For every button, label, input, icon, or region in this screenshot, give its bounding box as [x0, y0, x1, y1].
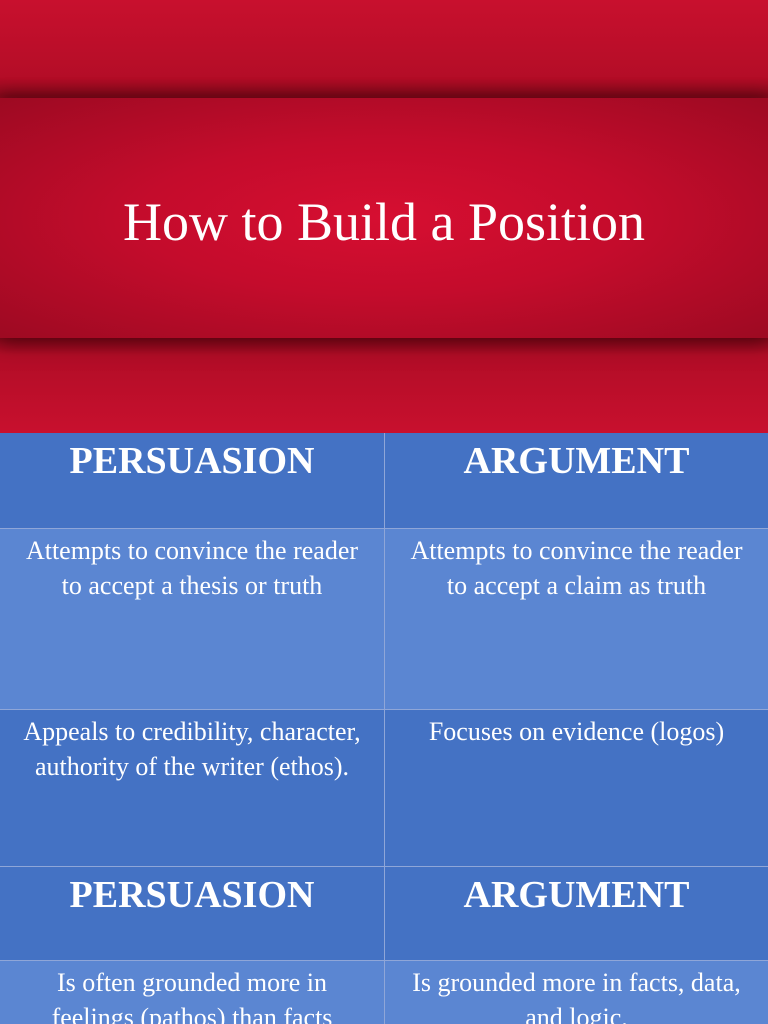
table2-header-argument: ARGUMENT: [385, 867, 768, 961]
table2-row1-argument: Is grounded more in facts, data, and log…: [385, 961, 768, 1024]
table1-row1-persuasion: Attempts to convince the reader to accep…: [0, 529, 385, 710]
table1-row2-persuasion: Appeals to credibility, character, autho…: [0, 710, 385, 867]
table1-header-argument: ARGUMENT: [385, 433, 768, 529]
title-slide: How to Build a Position: [0, 0, 768, 433]
table1-row2-argument: Focuses on evidence (logos): [385, 710, 768, 867]
table2-header-persuasion: PERSUASION: [0, 867, 385, 961]
table2-row1-persuasion: Is often grounded more in feelings (path…: [0, 961, 385, 1024]
slide-title: How to Build a Position: [122, 192, 646, 252]
title-band: [0, 98, 768, 338]
table1-row1-argument: Attempts to convince the reader to accep…: [385, 529, 768, 710]
table1-header-persuasion: PERSUASION: [0, 433, 385, 529]
